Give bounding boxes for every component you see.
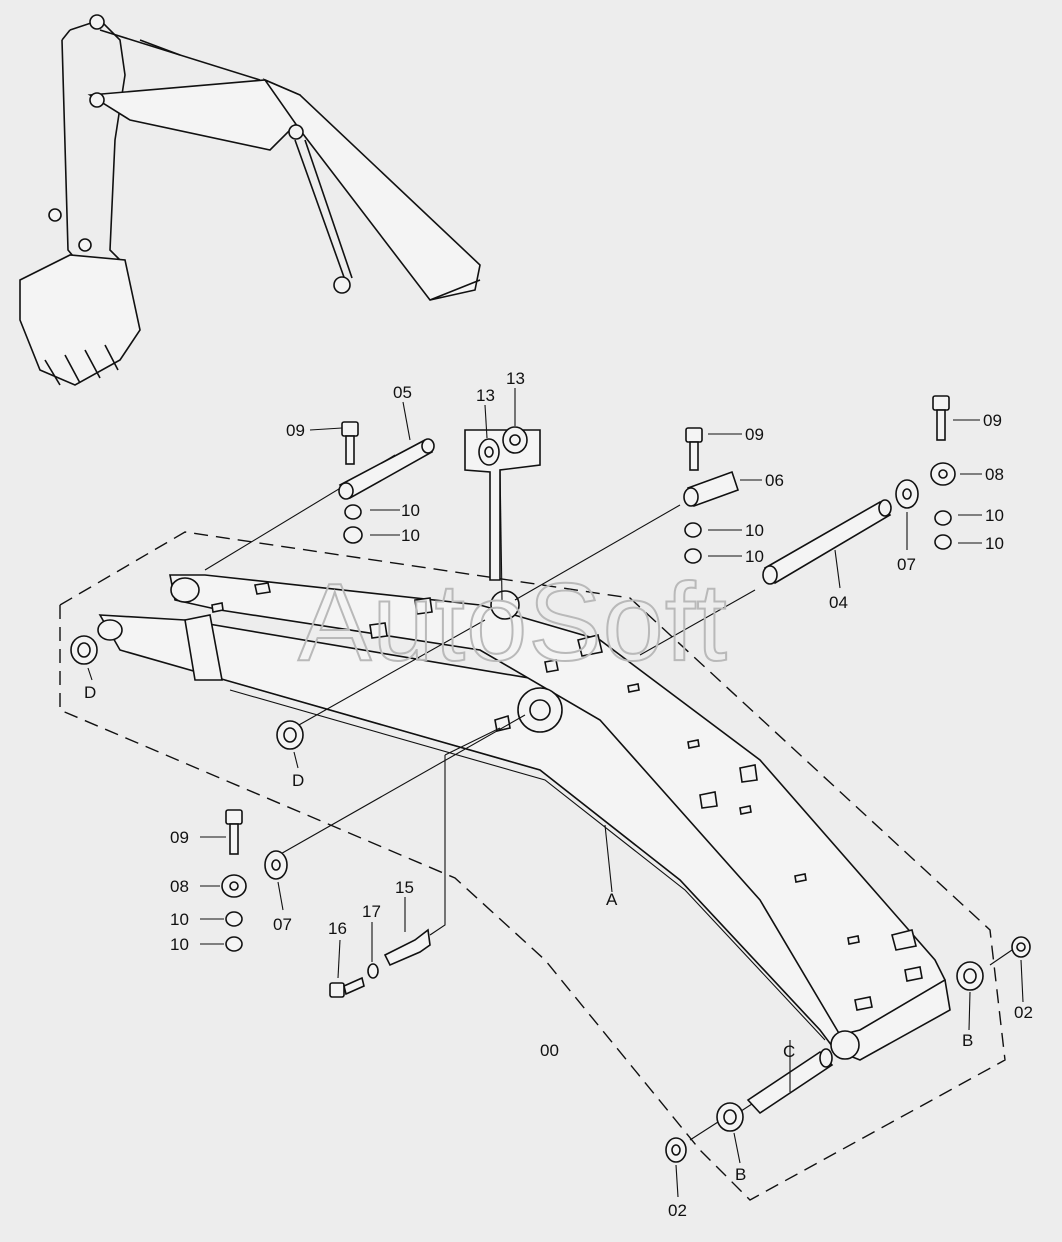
callout-09-upper-left: 09 [286,421,305,440]
callout-13-b: 13 [506,369,525,388]
callout-10-upper-right-a: 10 [985,506,1004,525]
callout-10-upper-left-b: 10 [401,526,420,545]
boom-assembly [97,574,951,1061]
nut-10-upper-right-a [934,510,952,526]
bolt-09-lower-left [225,809,243,855]
callout-10-upper-right-b: 10 [985,534,1004,553]
callout-08-lower: 08 [170,877,189,896]
bolt-09-upper-mid [685,427,703,471]
callout-17: 17 [362,902,381,921]
callout-labels: 05 09 10 10 13 13 09 06 10 10 09 08 10 1… [84,369,1033,1220]
washer-07-upper [895,479,919,509]
nut-10-lower-left-b [225,936,243,952]
callout-04: 04 [829,593,848,612]
callout-09-upper-right: 09 [983,411,1002,430]
washer-17 [367,963,379,979]
callout-02-right: 02 [1014,1003,1033,1022]
nut-10-upper-mid-a [684,522,702,538]
callout-10-lower-left-a: 10 [170,910,189,929]
callout-b-lower: B [735,1165,746,1184]
shim-plate-13 [464,426,541,581]
callout-a: A [606,890,618,909]
nut-10-upper-mid-b [684,548,702,564]
callout-10-upper-mid-a: 10 [745,521,764,540]
nut-10-upper-right-b [934,534,952,550]
nut-10-lower-left-a [225,911,243,927]
callout-10-upper-left-a: 10 [401,501,420,520]
bolt-09-upper-left [341,421,359,465]
callout-10-lower-left-b: 10 [170,935,189,954]
callout-15: 15 [395,878,414,897]
callout-06: 06 [765,471,784,490]
callout-13-a: 13 [476,386,495,405]
callout-07-lower: 07 [273,915,292,934]
bushing-b-right [956,961,984,991]
callout-16: 16 [328,919,347,938]
bushing-d-left [70,635,98,665]
pin-04 [762,499,892,585]
callout-07-upper: 07 [897,555,916,574]
callout-d-left: D [84,683,96,702]
bolt-09-upper-right [932,395,950,441]
callout-05: 05 [393,383,412,402]
callout-08-upper: 08 [985,465,1004,484]
collar-08-lower [221,874,247,898]
nut-10-upper-left-b [343,526,363,544]
callout-d-center: D [292,771,304,790]
bolt-16 [329,976,365,998]
excavator-overview-illustration [19,14,481,386]
callout-09-lower-left: 09 [170,828,189,847]
callout-02-lower: 02 [668,1201,687,1220]
callout-c: C [783,1042,795,1061]
washer-02-right [1011,936,1031,958]
callout-09-upper-mid: 09 [745,425,764,444]
callout-00: 00 [540,1041,559,1060]
nut-10-upper-left-a [344,504,362,520]
stopper-15 [383,928,431,967]
bushing-b-lower [716,1102,744,1132]
assembly-outline [59,531,1006,1201]
callout-10-upper-mid-b: 10 [745,547,764,566]
bushing-d-center [276,720,304,750]
washer-02-lower [665,1137,687,1163]
pin-06 [683,470,740,508]
callout-b-right: B [962,1031,973,1050]
callout-leaders [87,388,1024,1198]
pin-05 [338,438,435,500]
watermark-text: AutoSoft [298,561,728,684]
washer-07-lower [264,850,288,880]
collar-08-upper [930,462,956,486]
